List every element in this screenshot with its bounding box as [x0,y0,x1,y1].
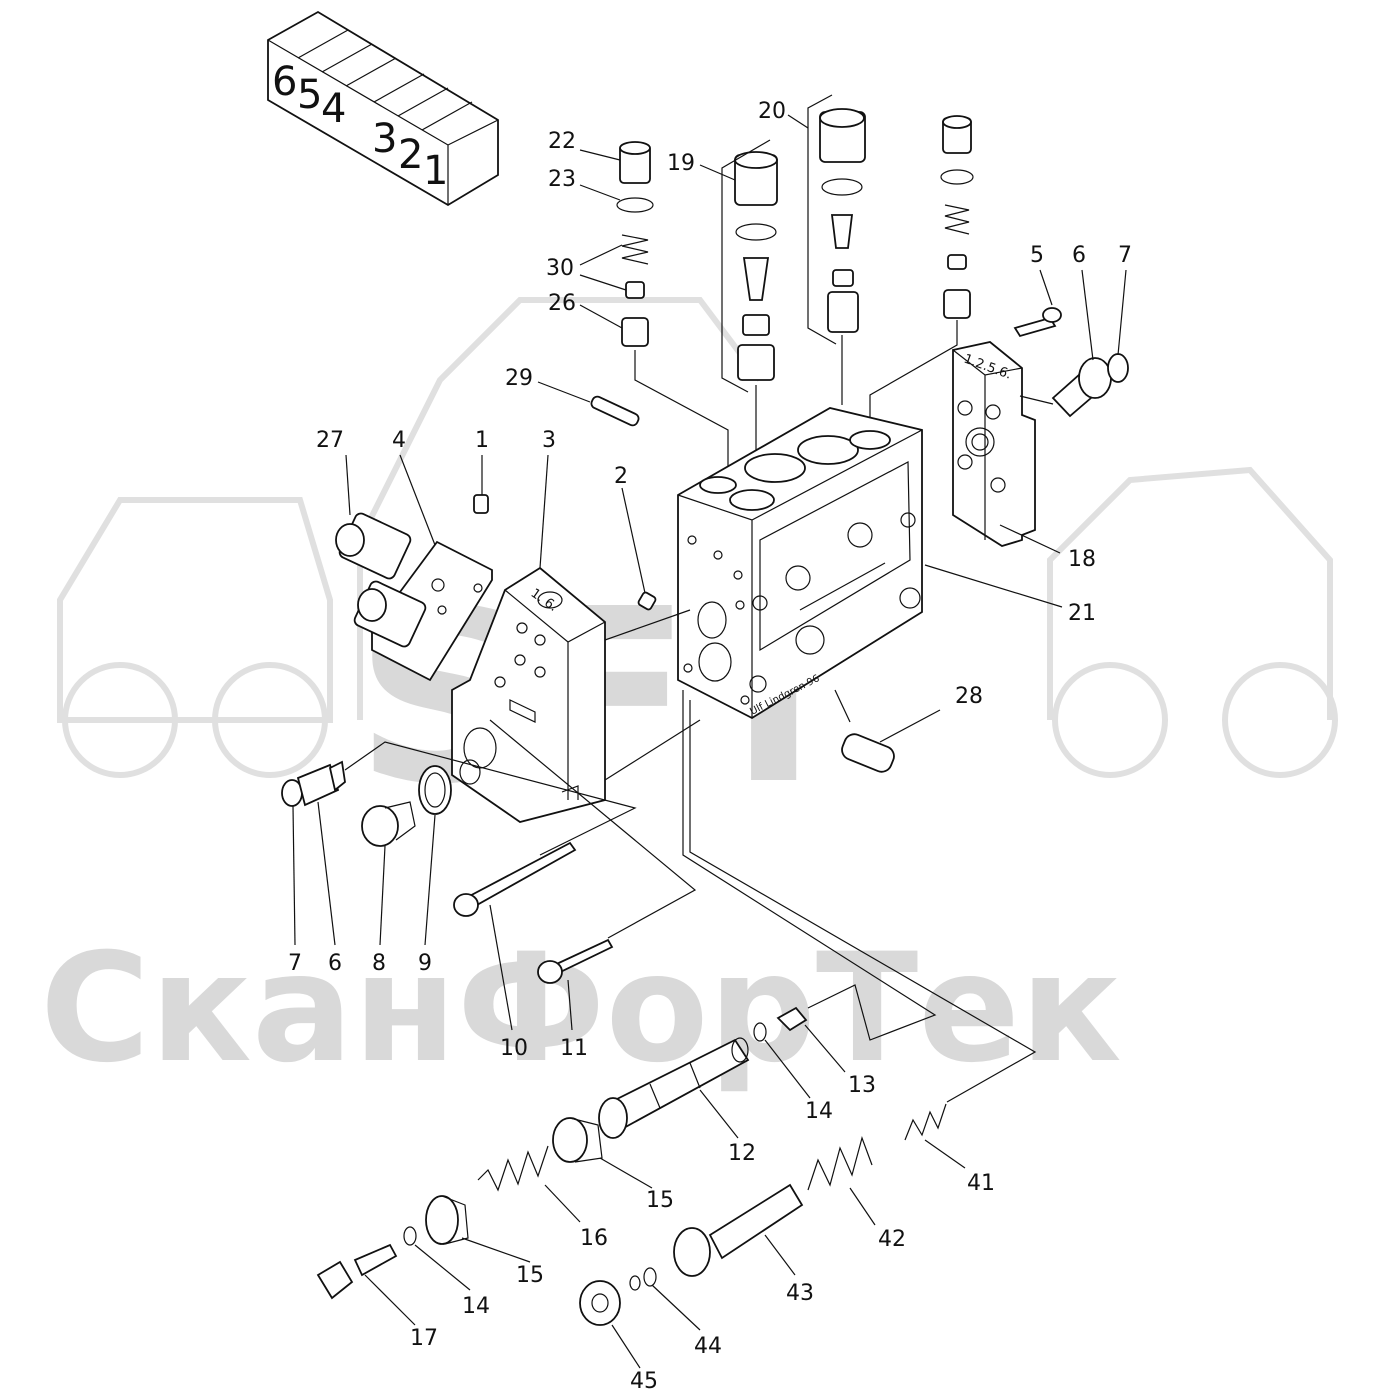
o-ring-14b [403,1226,417,1246]
main-valve-block: Ulf Lindgren 96 [677,407,923,720]
label-16: 16 [580,1226,608,1251]
label-17: 17 [410,1326,438,1351]
bolts [453,841,614,984]
label-22: 22 [548,129,576,154]
spool-assembly [316,1006,808,1300]
detent-assembly [579,1103,947,1326]
section-index-box: 6 5 4 3 2 1 [267,10,499,207]
fittings-top-right [1013,307,1129,418]
label-21: 21 [1068,601,1096,626]
o-ring-14a [753,1022,767,1042]
label-28: 28 [955,684,983,709]
label-27: 27 [316,428,344,453]
label-10: 10 [500,1036,528,1061]
label-20: 20 [758,99,786,124]
sleeve-28 [841,733,895,773]
left-section-block: 1. 6. [451,566,606,823]
o-ring-44 [643,1267,657,1287]
label-43: 43 [786,1281,814,1306]
label-26: 26 [548,291,576,316]
screw-5 [1013,316,1057,338]
label-13: 13 [848,1073,876,1098]
label-9: 9 [418,951,432,976]
label-4: 4 [392,428,406,453]
spindle-43 [708,1183,804,1260]
index-digit-6: 6 [272,59,297,105]
pin-1 [473,494,489,514]
index-digit-5: 5 [297,72,322,118]
label-44: 44 [694,1334,722,1359]
fittings-lower-left [281,760,452,847]
nut-6 [1078,357,1112,399]
label-2: 2 [614,464,628,489]
spring-41 [904,1103,947,1141]
label-14-lower: 14 [462,1294,490,1319]
label-18: 18 [1068,547,1096,572]
label-6-bottom: 6 [328,951,342,976]
index-digit-3: 3 [372,116,397,162]
assembly-guide-lines [344,609,1037,1103]
index-digit-2: 2 [398,132,423,178]
spring-42 [807,1136,873,1191]
o-ring-23 [616,197,654,213]
fitting-7 [1107,353,1129,383]
watermark-text: СканФорТек [40,922,1122,1096]
label-1: 1 [475,428,489,453]
spring-16 [477,1145,549,1192]
label-7-top: 7 [1118,243,1132,268]
valve-stack-20 [807,94,866,405]
label-3: 3 [542,428,556,453]
label-45: 45 [630,1369,658,1394]
label-23: 23 [548,167,576,192]
callout-labels: 22 23 30 26 19 20 5 6 7 29 27 4 1 3 2 18… [288,99,1132,1394]
knob-45 [579,1280,621,1326]
label-5: 5 [1030,243,1044,268]
label-8: 8 [372,951,386,976]
label-30: 30 [546,256,574,281]
valve-stack-left [616,141,729,470]
index-digit-4: 4 [321,86,346,132]
pin-2 [637,591,657,611]
cap-15a [552,1117,588,1163]
index-digit-1: 1 [423,148,448,194]
solenoid-27 [335,512,427,648]
nut-6b [296,763,340,807]
bolt-17 [316,1260,354,1300]
seal-9 [418,765,452,815]
label-19: 19 [667,151,695,176]
plug-8 [361,805,399,847]
label-15-lower: 15 [516,1263,544,1288]
nut-13 [776,1006,808,1032]
pin-29 [590,395,640,427]
label-41: 41 [967,1171,995,1196]
end-plate-18: 1.2.5.6. [952,341,1036,547]
label-7-bottom: 7 [288,951,302,976]
spring-30 [621,234,649,265]
index-digits: 6 5 4 3 2 1 [272,59,448,194]
seat-26 [621,317,649,347]
bolt-10 [460,841,577,912]
label-11: 11 [560,1036,588,1061]
cap-15b [425,1195,459,1245]
label-42: 42 [878,1227,906,1252]
label-6-top: 6 [1072,243,1086,268]
label-29: 29 [505,366,533,391]
label-12: 12 [728,1141,756,1166]
label-15-upper: 15 [646,1188,674,1213]
valve-stack-19 [721,139,778,455]
valve-stack-right [869,115,974,420]
pins [473,395,895,773]
watermark: SFT СканФорТек [40,297,1338,1096]
label-leaders [292,114,1127,1369]
label-14-upper: 14 [805,1099,833,1124]
